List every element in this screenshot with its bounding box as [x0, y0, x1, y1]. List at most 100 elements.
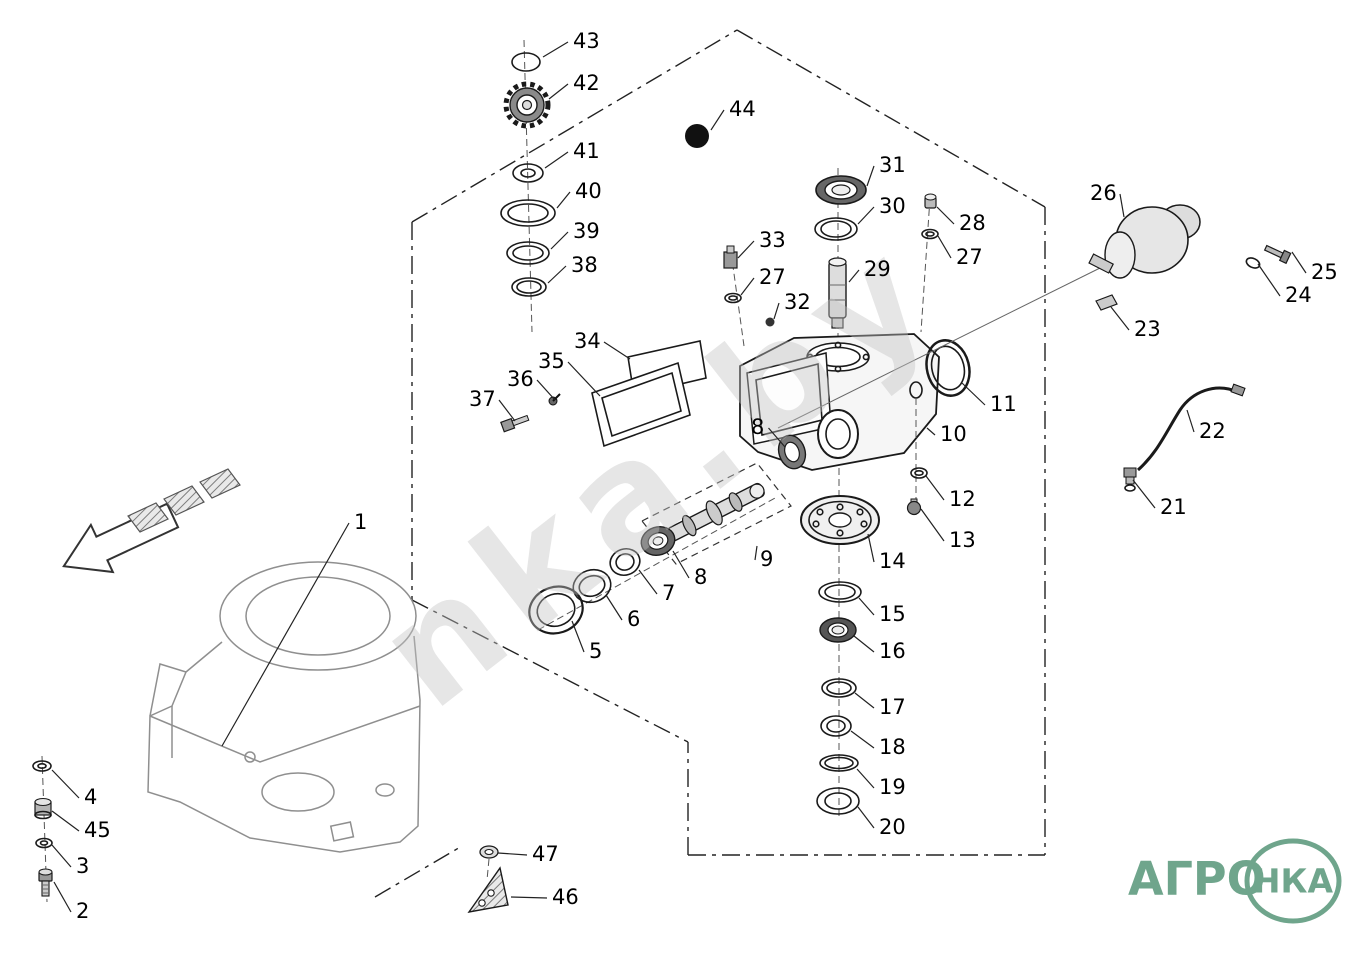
part-42-gear	[503, 81, 551, 129]
callout-22: 22	[1199, 419, 1226, 443]
leader-line-44	[710, 109, 725, 131]
leader-line-3	[51, 844, 72, 868]
leader-line-5	[571, 620, 585, 653]
callout-36: 36	[507, 367, 534, 391]
part-15-ring	[818, 581, 862, 603]
callout-32: 32	[784, 290, 811, 314]
part-21-fitting	[1123, 467, 1137, 492]
part-1-main-housing	[147, 561, 421, 853]
part-25-bolt	[1263, 244, 1292, 265]
part-group-output-stack	[800, 468, 880, 820]
callout-16: 16	[879, 639, 906, 663]
leader-line-15	[858, 597, 875, 616]
part-23-key	[1095, 294, 1118, 311]
callout-20: 20	[879, 815, 906, 839]
part-7-ring	[609, 547, 641, 577]
leader-line-37	[498, 399, 516, 422]
callout-26: 26	[1090, 181, 1117, 205]
leader-line-6	[605, 594, 623, 621]
callout-27: 27	[759, 265, 786, 289]
leader-line-8	[768, 427, 786, 448]
callout-35: 35	[538, 349, 565, 373]
callout-12: 12	[949, 487, 976, 511]
callout-31: 31	[879, 153, 906, 177]
logo-text-nka: НКА	[1253, 862, 1334, 901]
part-19-ring	[819, 754, 859, 772]
callout-10: 10	[940, 422, 967, 446]
watermark: nka.by	[348, 202, 970, 742]
part-16-bearing	[819, 617, 857, 643]
logo-text-agro: АГРО	[1128, 852, 1266, 906]
leader-line-4	[51, 769, 80, 799]
leader-line-46	[510, 896, 548, 899]
leader-line-19	[856, 768, 875, 789]
callout-27: 27	[956, 245, 983, 269]
part-31-bearing	[815, 175, 867, 205]
part-38-ring	[511, 277, 547, 297]
callout-6: 6	[627, 607, 640, 631]
part-39-ring	[506, 241, 550, 265]
leader-line-32	[773, 302, 780, 320]
leader-line-38	[547, 265, 567, 284]
leader-line-16	[853, 635, 875, 653]
part-41-washer	[512, 163, 544, 183]
leader-line-34	[603, 341, 631, 360]
leader-line-17	[854, 692, 875, 709]
callout-45: 45	[84, 818, 111, 842]
callout-19: 19	[879, 775, 906, 799]
part-8-bearing-lower	[640, 525, 676, 557]
callout-21: 21	[1160, 495, 1187, 519]
callouts-layer: 4342414039384431302928273327322625242322…	[51, 29, 1338, 923]
part-8-seal-upper	[777, 434, 807, 470]
leader-line-8	[672, 550, 690, 579]
callout-7: 7	[662, 581, 675, 605]
leader-line-27	[937, 235, 952, 259]
leader-line-31	[866, 165, 875, 187]
logo-circle	[1244, 838, 1342, 924]
part-47-nut	[479, 845, 499, 881]
part-13-plug	[906, 498, 922, 516]
callout-39: 39	[573, 219, 600, 243]
leader-line-26	[1119, 193, 1125, 218]
leader-line-25	[1291, 251, 1307, 274]
callout-40: 40	[575, 179, 602, 203]
callout-30: 30	[879, 194, 906, 218]
callout-17: 17	[879, 695, 906, 719]
leader-line-12	[925, 475, 945, 501]
callout-18: 18	[879, 735, 906, 759]
leader-line-13	[920, 508, 945, 542]
direction-arrow	[62, 468, 241, 574]
callout-25: 25	[1311, 260, 1338, 284]
leader-line-9	[754, 545, 758, 561]
brand-logo: АГРО НКА	[1128, 838, 1342, 924]
part-6-ring	[572, 568, 612, 604]
part-5-seal	[528, 585, 584, 635]
leader-line-45	[51, 810, 80, 832]
leader-line-35	[567, 361, 601, 397]
part-37-bolt	[500, 414, 530, 433]
leader-line-22	[1186, 409, 1195, 433]
callout-5: 5	[589, 639, 602, 663]
leader-line-7	[638, 569, 658, 595]
leader-line-23	[1110, 306, 1130, 331]
part-27-washer-right	[921, 228, 939, 240]
callout-47: 47	[532, 842, 559, 866]
leader-line-43	[542, 41, 569, 58]
callout-37: 37	[469, 387, 496, 411]
callout-3: 3	[76, 854, 89, 878]
leader-line-40	[556, 191, 571, 209]
part-9-shaft-kit	[641, 462, 792, 565]
leader-line-29	[848, 269, 860, 283]
hatched-stripes	[127, 468, 241, 533]
callout-2: 2	[76, 899, 89, 923]
part-12-oring	[910, 467, 928, 479]
leader-line-36	[536, 379, 556, 401]
leader-line-33	[737, 240, 755, 259]
part-18-ring	[820, 715, 852, 737]
leader-line-24	[1257, 263, 1281, 297]
callout-11: 11	[990, 392, 1017, 416]
callout-29: 29	[864, 257, 891, 281]
part-32-pin	[765, 317, 775, 327]
callout-43: 43	[573, 29, 600, 53]
